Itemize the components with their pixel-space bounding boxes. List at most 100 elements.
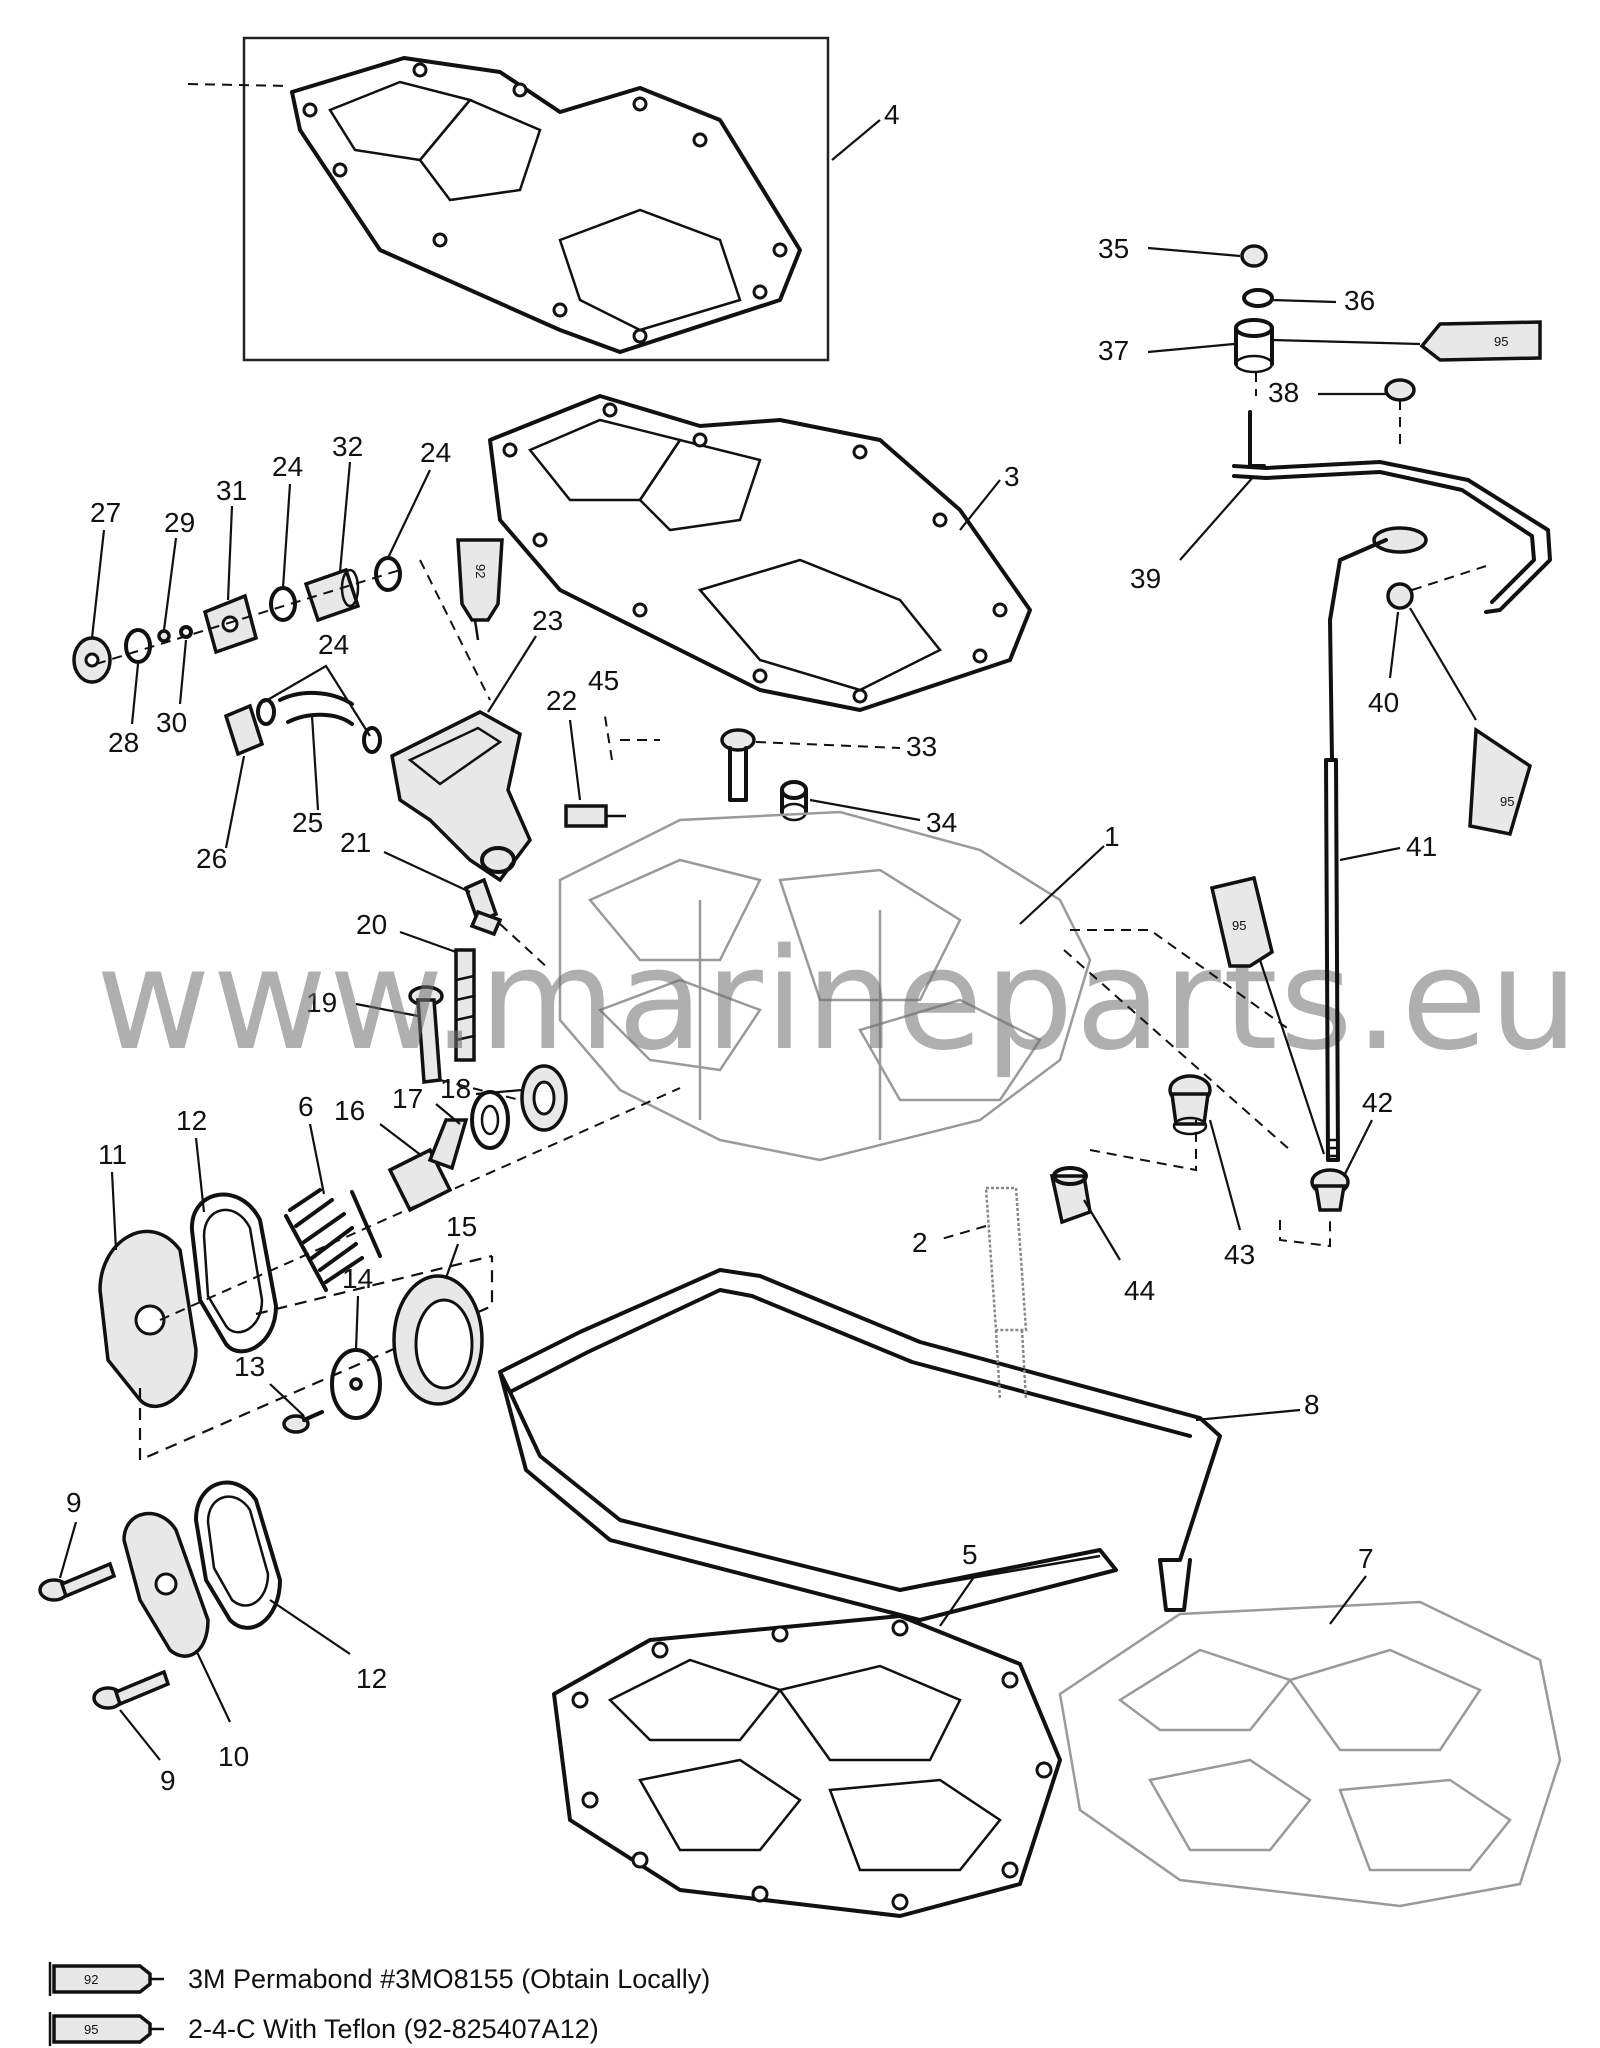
callout-24-c: 24 [318, 629, 349, 660]
callout-1: 1 [1104, 821, 1120, 852]
callout-12-a: 12 [176, 1105, 207, 1136]
sealant-tube-95-top-icon: 95 [1419, 320, 1542, 362]
callout-22: 22 [546, 685, 577, 716]
part-9-bolt-a [38, 1561, 117, 1602]
callout-8: 8 [1304, 1389, 1320, 1420]
sealant-tube-92-icon: 92 [456, 538, 504, 641]
leader-4 [831, 119, 881, 161]
tube-92-dash [419, 559, 491, 701]
callout-14: 14 [342, 1263, 373, 1294]
part-12-gasket-a [189, 1192, 278, 1354]
left-assembly-dash [95, 569, 401, 665]
callout-39: 39 [1130, 563, 1161, 594]
part-17-seal [470, 1090, 510, 1150]
part-11-cover [98, 1229, 198, 1408]
part-25-hose [256, 690, 382, 754]
callout-36: 36 [1344, 285, 1375, 316]
callout-42: 42 [1362, 1087, 1393, 1118]
part-29-pin [157, 629, 171, 643]
part-23-housing [390, 710, 533, 883]
callout-4: 4 [884, 99, 900, 130]
part-4-gasket [290, 56, 802, 354]
part-2-tube [984, 1186, 1028, 1401]
callout-34: 34 [926, 807, 957, 838]
callout-23: 23 [532, 605, 563, 636]
callout-38: 38 [1268, 377, 1299, 408]
callout-6: 6 [298, 1091, 314, 1122]
callout-33: 33 [906, 731, 937, 762]
part-32-sleeve [303, 567, 361, 623]
leader-3 [959, 479, 1001, 531]
part-22-fitting [564, 804, 626, 828]
callout-24-b: 24 [420, 437, 451, 468]
part-38-nut [1384, 378, 1416, 402]
sealant-tube-95-right-icon: 95 [1468, 726, 1533, 837]
part-44-plug [1049, 1166, 1092, 1225]
callout-40: 40 [1368, 687, 1399, 718]
callout-10: 10 [218, 1741, 249, 1772]
callout-20: 20 [356, 909, 387, 940]
callout-31: 31 [216, 475, 247, 506]
part-26-fitting [223, 703, 265, 757]
callout-9-a: 9 [66, 1487, 82, 1518]
legend-text-92: 3M Permabond #3MO8155 (Obtain Locally) [188, 1964, 710, 1994]
part-31-fitting [202, 593, 259, 655]
part-9-bolt-b [92, 1669, 171, 1710]
part-43-grommet [1168, 1074, 1212, 1136]
part-12-gasket-b [194, 1480, 282, 1630]
part-1-adapter-plate [558, 810, 1092, 1162]
part-41-dipstick [1324, 618, 1340, 1162]
callout-26: 26 [196, 843, 227, 874]
svg-text:95: 95 [1500, 794, 1514, 809]
callout-7: 7 [1358, 1543, 1374, 1574]
watermark: www.marineparts.eu [96, 919, 1580, 1082]
part-5-gasket [552, 1614, 1062, 1918]
callout-29: 29 [164, 507, 195, 538]
part-37-bushing [1234, 318, 1274, 374]
legend-code-92: 92 [84, 1972, 98, 1987]
part-39-bracket [1232, 410, 1552, 622]
callout-11: 11 [98, 1139, 127, 1170]
part-10-cover [122, 1511, 210, 1658]
svg-text:95: 95 [1232, 918, 1246, 933]
part-14-disc [330, 1348, 382, 1420]
part-21-elbow [463, 877, 503, 937]
callout-2: 2 [912, 1227, 928, 1258]
callout-21: 21 [340, 827, 371, 858]
callout-24-a: 24 [272, 451, 303, 482]
legend-item-95: 95 2-4-C With Teflon (92-825407A12) [48, 2012, 599, 2046]
callout-37: 37 [1098, 335, 1129, 366]
callout-18: 18 [440, 1073, 471, 1104]
callout-28: 28 [108, 727, 139, 758]
part-24-clamp-b [374, 556, 402, 592]
callout-19: 19 [306, 987, 337, 1018]
callout-35: 35 [1098, 233, 1129, 264]
part-42-grommet [1310, 1168, 1350, 1212]
part-7-gasket [1058, 1600, 1562, 1908]
part-18-seal [520, 1064, 568, 1132]
part-13-screw [282, 1410, 324, 1434]
part-3-gasket [488, 394, 1032, 712]
part-35-nut [1240, 244, 1268, 268]
callout-16: 16 [334, 1095, 365, 1126]
legend-item-92: 92 3M Permabond #3MO8155 (Obtain Locally… [48, 1962, 710, 1996]
svg-text:95: 95 [1494, 334, 1508, 349]
group-dash-frame [138, 1256, 494, 1462]
part-40-nut [1386, 582, 1414, 610]
part-8-seal [498, 1268, 1222, 1622]
part-15-diaphragm-cup [392, 1274, 484, 1406]
callout-41: 41 [1406, 831, 1437, 862]
part-27-nut [72, 636, 112, 684]
sealant-tube-95-mid-icon: 95 [1209, 875, 1274, 968]
callout-43: 43 [1224, 1239, 1255, 1270]
callout-25: 25 [292, 807, 323, 838]
callout-27: 27 [90, 497, 121, 528]
callout-12-b: 12 [356, 1663, 387, 1694]
part-20-stud [454, 948, 476, 1062]
callout-3: 3 [1004, 461, 1020, 492]
legend-text-95: 2-4-C With Teflon (92-825407A12) [188, 2014, 599, 2044]
part-28-washer [124, 628, 152, 664]
part-4-arrow-line [187, 83, 291, 87]
callout-5: 5 [962, 1539, 978, 1570]
